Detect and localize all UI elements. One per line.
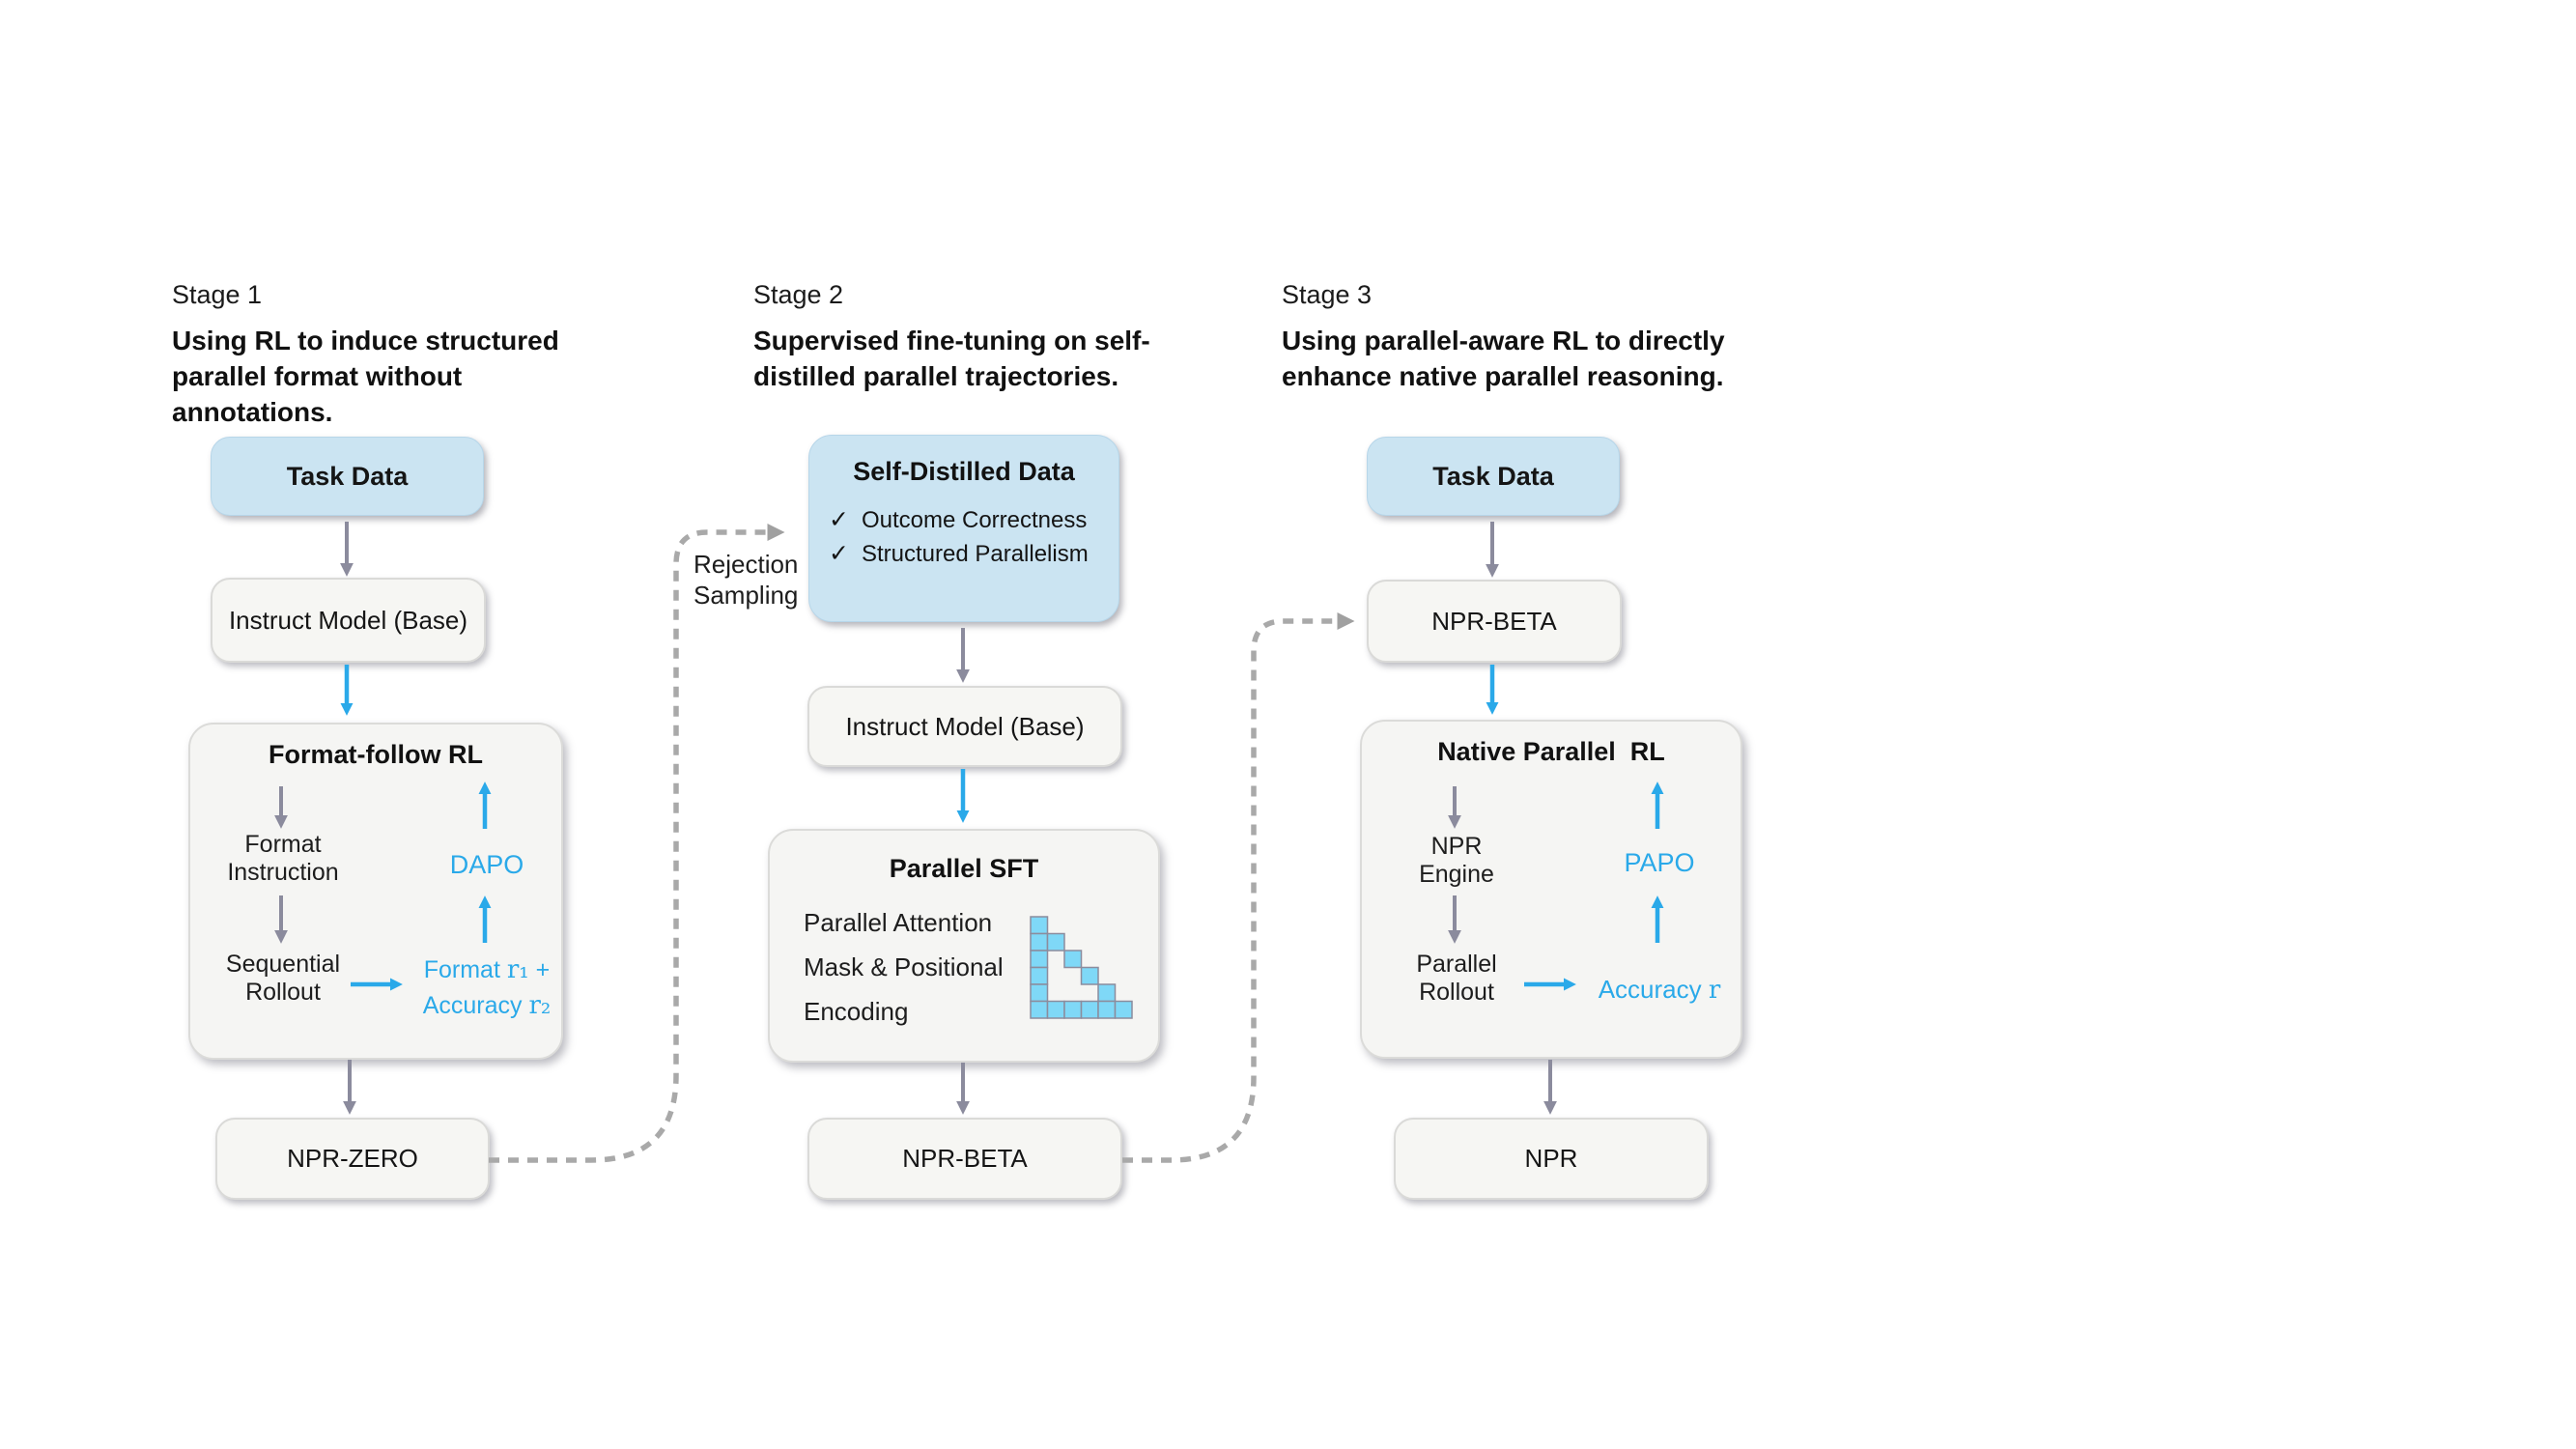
parallel-rollout-label: Parallel Rollout	[1416, 951, 1497, 1006]
stage1-format-follow-rl-box: Format-follow RL Format Instruction DAPO…	[188, 723, 563, 1060]
stage3-header: Stage 3 Using parallel-aware RL to direc…	[1282, 280, 1769, 394]
sft-line-2: Mask & Positional	[804, 952, 1004, 981]
parallel-sft-title: Parallel SFT	[889, 854, 1039, 883]
stage2-instruct-model-label: Instruct Model (Base)	[845, 711, 1085, 741]
parallel-sft-box: Parallel SFT Parallel Attention Mask & P…	[768, 829, 1160, 1063]
accuracy-reward-symbol: r₂	[528, 991, 552, 1020]
reward-label: Format r₁ + Accuracy r₂	[381, 952, 593, 1024]
sft-line-1: Parallel Attention	[804, 908, 993, 937]
sft-line-3: Encoding	[804, 997, 909, 1026]
format-follow-rl-title: Format-follow RL	[269, 740, 483, 769]
check-item-outcome: ✓ Outcome Correctness	[829, 507, 1089, 533]
npr-label: NPR	[1524, 1144, 1578, 1173]
papo-label: PAPO	[1624, 848, 1695, 877]
native-parallel-rl-box: Native Parallel RL NPR Engine PAPO Paral…	[1360, 720, 1742, 1059]
stage1-instruct-model-label: Instruct Model (Base)	[228, 605, 468, 635]
stage2-label: Stage 2	[753, 280, 844, 309]
self-distilled-checklist: ✓ Outcome Correctness ✓ Structured Paral…	[829, 507, 1089, 575]
sequential-rollout-label: Sequential Rollout	[225, 951, 341, 1006]
attention-mask-icon	[1030, 916, 1133, 1019]
stage3-npr-beta-label: NPR-BETA	[1431, 606, 1557, 636]
stage1-instruct-model-box: Instruct Model (Base)	[211, 578, 486, 663]
check-icon: ✓	[829, 506, 849, 533]
stage3-task-data-box: Task Data	[1367, 437, 1620, 516]
stage2-instruct-model-box: Instruct Model (Base)	[807, 686, 1122, 767]
self-distilled-data-title: Self-Distilled Data	[853, 457, 1075, 486]
accuracy-reward-symbol: r	[1708, 976, 1721, 1005]
reward-line-1: Format r₁ +	[423, 955, 551, 984]
stage3-label: Stage 3	[1282, 280, 1373, 309]
check-item-outcome-text: Outcome Correctness	[861, 507, 1088, 533]
stage3-npr-beta-box: NPR-BETA	[1367, 580, 1622, 663]
stage3-description: Using parallel-aware RL to directly enha…	[1282, 326, 1725, 391]
stage1-task-data-title: Task Data	[286, 461, 409, 491]
npr-engine-label: NPR Engine	[1419, 833, 1494, 888]
native-parallel-rl-title: Native Parallel RL	[1437, 737, 1665, 766]
stage3-task-data-title: Task Data	[1432, 461, 1554, 491]
accuracy-reward-label: Accuracy r	[1598, 975, 1721, 1005]
stage1-task-data-box: Task Data	[211, 437, 484, 516]
self-distilled-data-box: Self-Distilled Data ✓ Outcome Correctnes…	[808, 435, 1119, 622]
check-icon: ✓	[829, 540, 849, 567]
stage1-label: Stage 1	[172, 280, 263, 309]
check-item-parallelism-text: Structured Parallelism	[861, 541, 1089, 567]
stage2-description: Supervised fine-tuning on self-distilled…	[753, 326, 1150, 391]
format-instruction-label: Format Instruction	[227, 831, 339, 886]
parallel-sft-description: Parallel Attention Mask & Positional Enc…	[804, 900, 1004, 1034]
stage2-npr-beta-label: NPR-BETA	[902, 1144, 1028, 1173]
format-reward-symbol: r₁	[506, 955, 529, 984]
stage1-header: Stage 1 Using RL to induce structured pa…	[172, 280, 611, 430]
npr-zero-label: NPR-ZERO	[287, 1144, 418, 1173]
stage2-header: Stage 2 Supervised fine-tuning on self-d…	[753, 280, 1178, 394]
reward-line-2: Accuracy r₂	[422, 991, 552, 1020]
stage1-description: Using RL to induce structured parallel f…	[172, 326, 559, 427]
stage3-npr-box: NPR	[1394, 1118, 1709, 1200]
stage2-npr-beta-box: NPR-BETA	[807, 1118, 1122, 1200]
stage1-npr-zero-box: NPR-ZERO	[215, 1118, 490, 1200]
check-item-parallelism: ✓ Structured Parallelism	[829, 541, 1089, 567]
dapo-label: DAPO	[449, 850, 524, 879]
